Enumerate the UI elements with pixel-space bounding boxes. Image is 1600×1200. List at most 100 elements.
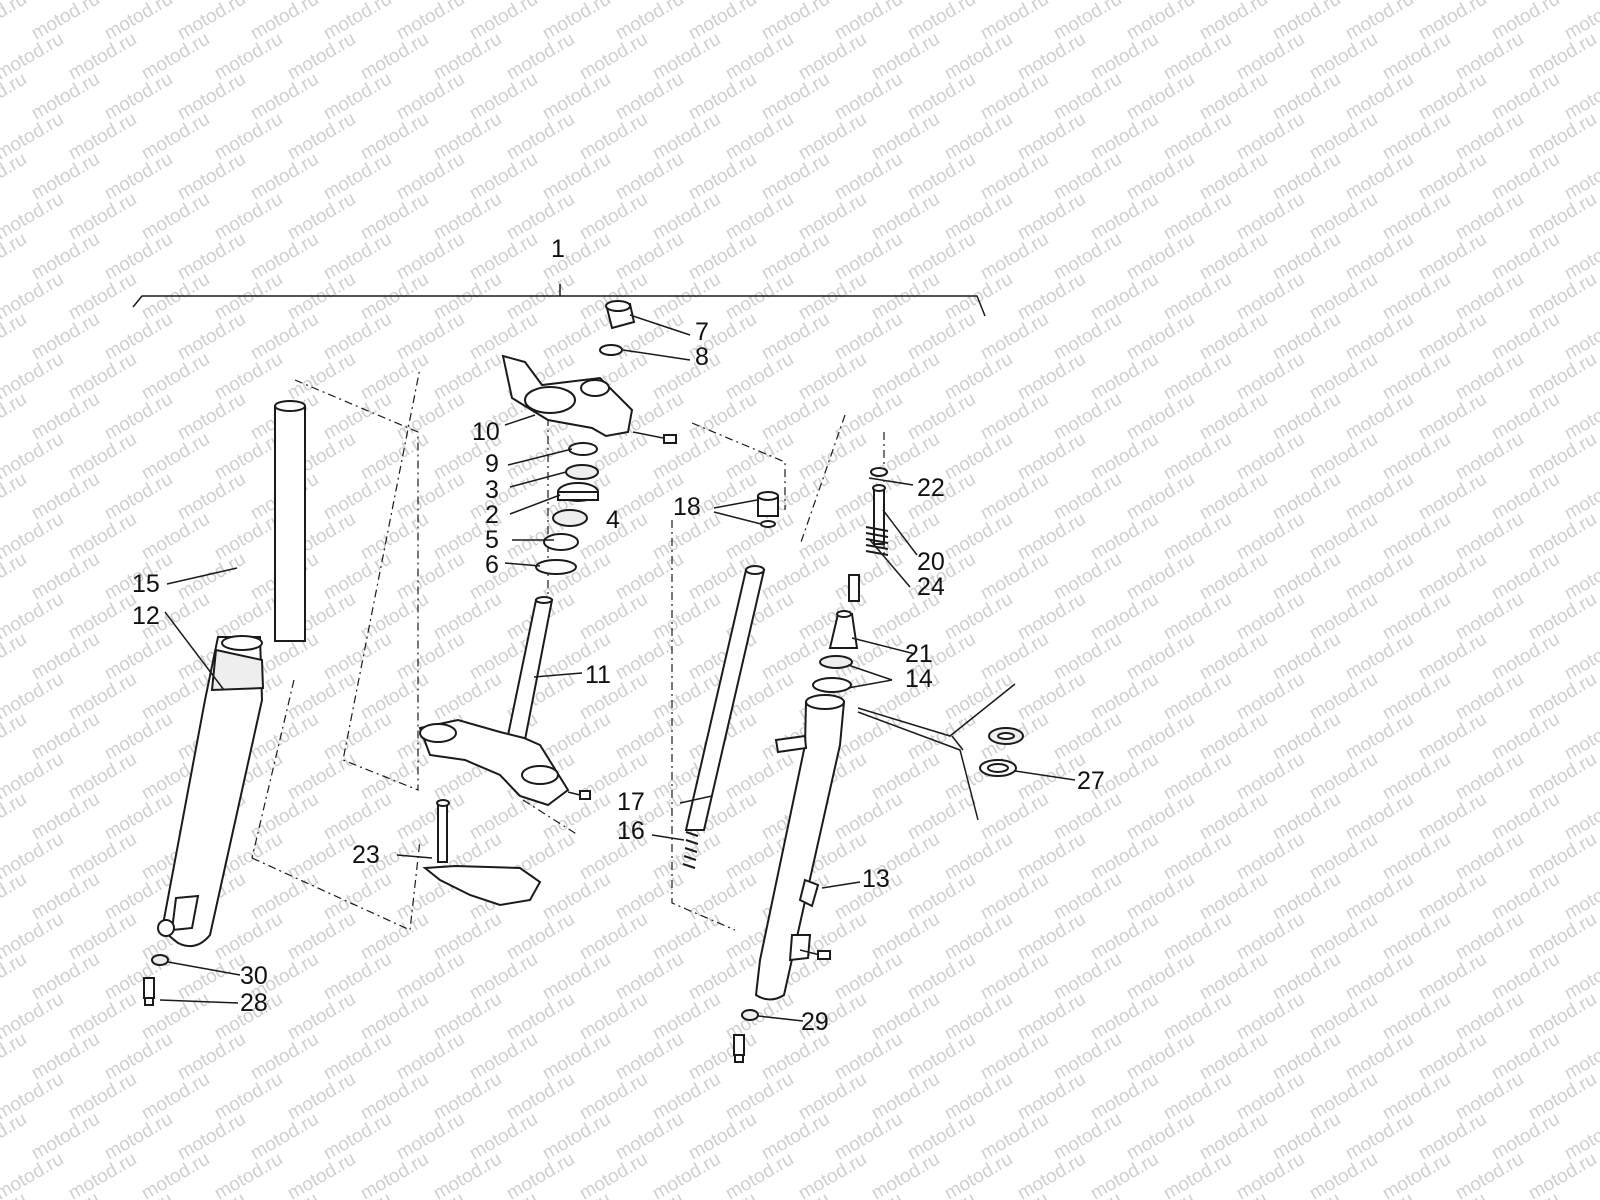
watermark-text: motod.ru (247, 789, 322, 845)
watermark-text: motod.ru (28, 789, 103, 845)
watermark-text: motod.ru (1306, 429, 1381, 485)
watermark-text: motod.ru (65, 109, 140, 165)
watermark-text: motod.ru (101, 1029, 176, 1085)
watermark-text: motod.ru (1269, 309, 1344, 365)
watermark-text: motod.ru (1123, 709, 1198, 765)
watermark-text: motod.ru (1233, 669, 1308, 725)
watermark-text: motod.ru (1269, 949, 1344, 1005)
watermark-text: motod.ru (211, 1069, 286, 1125)
watermark-text: motod.ru (1306, 189, 1381, 245)
left-stanchion-tube (274, 400, 306, 642)
watermark-text: motod.ru (466, 149, 541, 205)
watermark-text: motod.ru (831, 469, 906, 525)
callout-15: 15 (132, 570, 160, 598)
watermark-text: motod.ru (1160, 829, 1235, 885)
watermark-text: motod.ru (1160, 669, 1235, 725)
watermark-text: motod.ru (977, 869, 1052, 925)
watermark-text: motod.ru (174, 69, 249, 125)
watermark-text: motod.ru (1379, 829, 1454, 885)
watermark-text: motod.ru (904, 789, 979, 845)
watermark-text: motod.ru (138, 1149, 213, 1200)
watermark-text: motod.ru (1525, 749, 1600, 805)
watermark-text: motod.ru (1306, 1149, 1381, 1200)
watermark-text: motod.ru (1123, 549, 1198, 605)
watermark-text: motod.ru (612, 949, 687, 1005)
watermark-text: motod.ru (1160, 429, 1235, 485)
watermark-text: motod.ru (466, 1029, 541, 1085)
watermark-text: motod.ru (758, 69, 833, 125)
watermark-text: motod.ru (1525, 669, 1600, 725)
watermark-text: motod.ru (65, 589, 140, 645)
watermark-text: motod.ru (758, 549, 833, 605)
watermark-text: motod.ru (1379, 189, 1454, 245)
watermark-text: motod.ru (758, 389, 833, 445)
watermark-text: motod.ru (138, 1069, 213, 1125)
watermark-text: motod.ru (1087, 909, 1162, 965)
watermark-text: motod.ru (1160, 989, 1235, 1045)
watermark-text: motod.ru (1269, 389, 1344, 445)
watermark-text: motod.ru (1014, 189, 1089, 245)
watermark-text: motod.ru (1525, 269, 1600, 325)
callout-1: 1 (551, 235, 565, 263)
watermark-text: motod.ru (1415, 389, 1490, 445)
watermark-text: motod.ru (1415, 949, 1490, 1005)
watermark-text: motod.ru (466, 69, 541, 125)
watermark-text: motod.ru (320, 1029, 395, 1085)
watermark-text: motod.ru (977, 1109, 1052, 1165)
watermark-text: motod.ru (1196, 149, 1271, 205)
watermark-text: motod.ru (722, 1149, 797, 1200)
watermark-text: motod.ru (101, 1189, 176, 1200)
watermark-text: motod.ru (138, 109, 213, 165)
watermark-text: motod.ru (722, 749, 797, 805)
callout-20: 20 (917, 548, 945, 576)
watermark-text: motod.ru (795, 189, 870, 245)
watermark-text: motod.ru (612, 149, 687, 205)
watermark-text: motod.ru (1342, 0, 1417, 44)
watermark-text: motod.ru (795, 109, 870, 165)
watermark-text: motod.ru (28, 1109, 103, 1165)
watermark-text: motod.ru (685, 0, 760, 44)
watermark-text: motod.ru (1525, 1069, 1600, 1125)
watermark-text: motod.ru (1342, 629, 1417, 685)
watermark-text: motod.ru (1306, 909, 1381, 965)
watermark-text: motod.ru (1306, 989, 1381, 1045)
watermark-text: motod.ru (1342, 549, 1417, 605)
watermark-text: motod.ru (174, 389, 249, 445)
watermark-text: motod.ru (174, 1029, 249, 1085)
watermark-text: motod.ru (284, 1149, 359, 1200)
watermark-text: motod.ru (320, 1189, 395, 1200)
watermark-text: motod.ru (539, 949, 614, 1005)
watermark-text: motod.ru (174, 309, 249, 365)
watermark-text: motod.ru (138, 429, 213, 485)
leader-lines (159, 314, 1076, 1022)
watermark-text: motod.ru (0, 629, 30, 685)
watermark-text: motod.ru (941, 1149, 1016, 1200)
watermark-text: motod.ru (868, 1069, 943, 1125)
watermark-text: motod.ru (1342, 709, 1417, 765)
watermark-text: motod.ru (1488, 1029, 1563, 1085)
watermark-text: motod.ru (393, 629, 468, 685)
watermark-text: motod.ru (1196, 1189, 1271, 1200)
watermark-text: motod.ru (1379, 669, 1454, 725)
watermark-text: motod.ru (1342, 229, 1417, 285)
watermark-text: motod.ru (904, 1029, 979, 1085)
callout-23: 23 (352, 841, 380, 869)
watermark-text: motod.ru (320, 69, 395, 125)
callout-28: 28 (240, 989, 268, 1017)
watermark-text: motod.ru (1233, 109, 1308, 165)
watermark-text: motod.ru (247, 1029, 322, 1085)
watermark-text: motod.ru (1379, 29, 1454, 85)
watermark-text: motod.ru (722, 189, 797, 245)
watermark-text: motod.ru (101, 69, 176, 125)
watermark-text: motod.ru (65, 829, 140, 885)
watermark-text: motod.ru (1123, 309, 1198, 365)
watermark-text: motod.ru (1196, 309, 1271, 365)
watermark-text: motod.ru (1196, 469, 1271, 525)
watermark-text: motod.ru (284, 909, 359, 965)
watermark-text: motod.ru (393, 0, 468, 44)
watermark-text: motod.ru (247, 69, 322, 125)
watermark-text: motod.ru (868, 349, 943, 405)
watermark-text: motod.ru (1014, 1069, 1089, 1125)
watermark-text: motod.ru (758, 1109, 833, 1165)
watermark-text: motod.ru (1014, 989, 1089, 1045)
